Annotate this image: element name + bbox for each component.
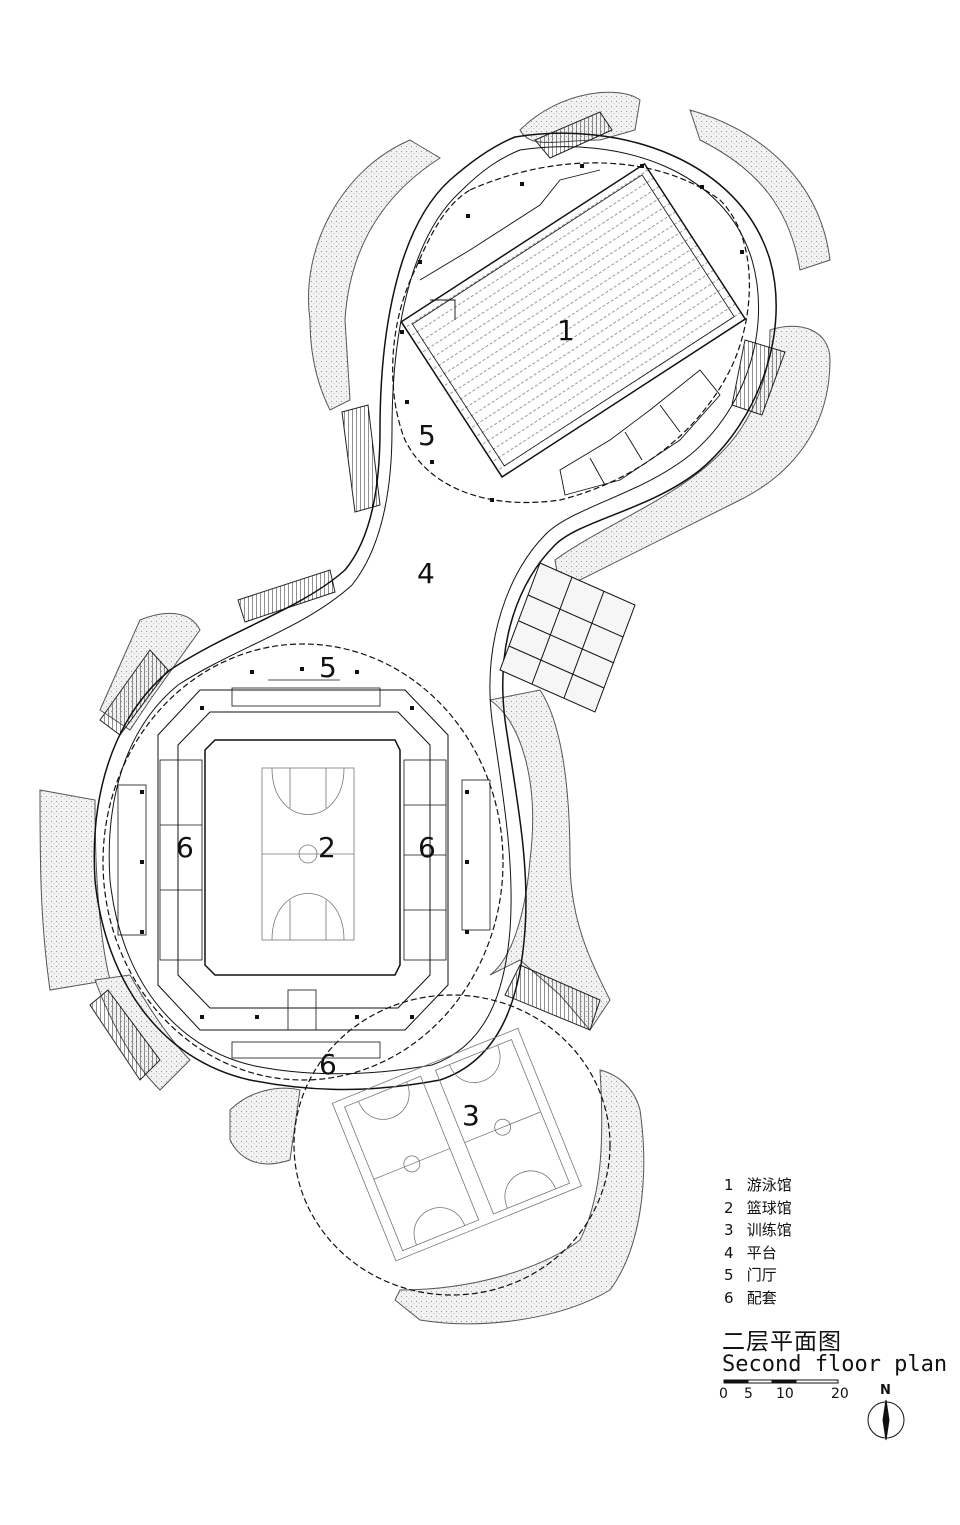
north-arrow-icon xyxy=(867,1399,905,1441)
basketball-stands xyxy=(157,689,449,1031)
label-support-east: 6 xyxy=(418,831,436,864)
legend-item: 6 配套 xyxy=(724,1288,777,1307)
basketball-hall-enclosure xyxy=(102,643,504,1081)
label-basketball-hall: 2 xyxy=(318,831,336,864)
legend-item: 5 门厅 xyxy=(724,1266,777,1285)
north-label: N xyxy=(880,1383,891,1398)
drawing-title-cn: 二层平面图 xyxy=(722,1329,842,1355)
label-pool-hall: 1 xyxy=(557,314,575,347)
label-support-west: 6 xyxy=(176,831,194,864)
label-support-south: 6 xyxy=(319,1048,337,1081)
basketball-court xyxy=(261,767,355,941)
swimming-pool xyxy=(400,162,747,479)
scale-tick-10: 10 xyxy=(776,1386,794,1402)
legend-item: 1 游泳馆 xyxy=(724,1176,792,1194)
seating-bands xyxy=(89,111,786,1081)
platform-canopy xyxy=(499,562,636,713)
scale-tick-0: 0 xyxy=(719,1386,728,1402)
basketball-side-rooms xyxy=(117,679,491,1059)
training-courts xyxy=(331,1027,582,1262)
legend-item: 4 平台 xyxy=(724,1243,777,1262)
building-outline-inner xyxy=(108,146,759,1075)
label-lobby-south: 5 xyxy=(319,651,337,684)
pool-service-rooms xyxy=(419,169,721,496)
scale-tick-5: 5 xyxy=(744,1386,753,1402)
label-lobby-north: 5 xyxy=(418,419,436,452)
label-platform: 4 xyxy=(417,557,435,590)
label-training-hall: 3 xyxy=(462,1099,480,1132)
training-hall-enclosure xyxy=(293,994,611,1296)
legend: 1 游泳馆 2 篮球馆 3 训练馆 4 平台 5 门厅 6 配套 xyxy=(724,1174,792,1310)
drawing-title-en: Second floor plan xyxy=(722,1352,948,1377)
legend-item: 3 训练馆 xyxy=(724,1221,792,1240)
structural-columns xyxy=(140,164,744,1019)
scale-tick-20: 20 xyxy=(831,1386,849,1402)
scale-bar xyxy=(723,1379,839,1384)
legend-item: 2 篮球馆 xyxy=(724,1198,792,1217)
